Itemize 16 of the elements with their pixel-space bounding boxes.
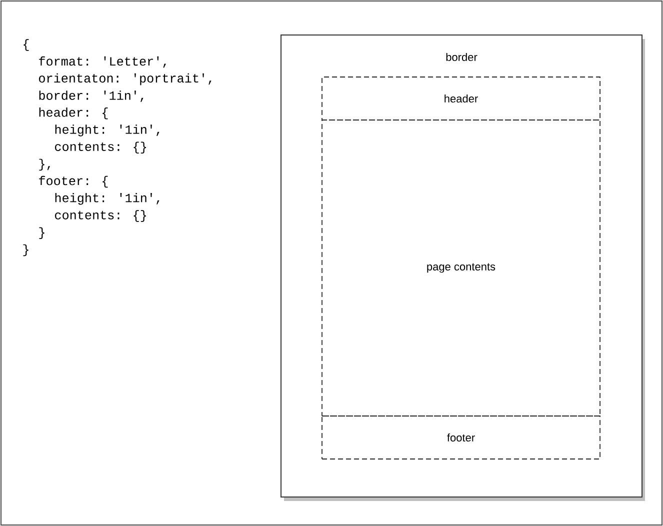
dashed-region: page contents xyxy=(322,120,600,416)
code-line: } xyxy=(23,244,28,256)
code-line: } xyxy=(39,227,44,239)
dashed-region: header xyxy=(322,76,600,120)
code-line: border: '1in', xyxy=(39,90,144,102)
code-line: height: '1in', xyxy=(55,124,160,136)
code-line: format: 'Letter', xyxy=(39,56,166,68)
code-line: contents: {} xyxy=(55,210,146,222)
code-line: orientaton: 'portrait', xyxy=(39,73,212,86)
code-line: height: '1in', xyxy=(55,193,160,205)
code-line: { xyxy=(24,39,29,51)
code-line: contents: {} xyxy=(55,142,146,154)
dashed-region: footer xyxy=(322,416,600,460)
code-line: footer: { xyxy=(39,176,108,188)
code-line: header: { xyxy=(39,108,108,120)
code-line: }, xyxy=(39,158,50,171)
